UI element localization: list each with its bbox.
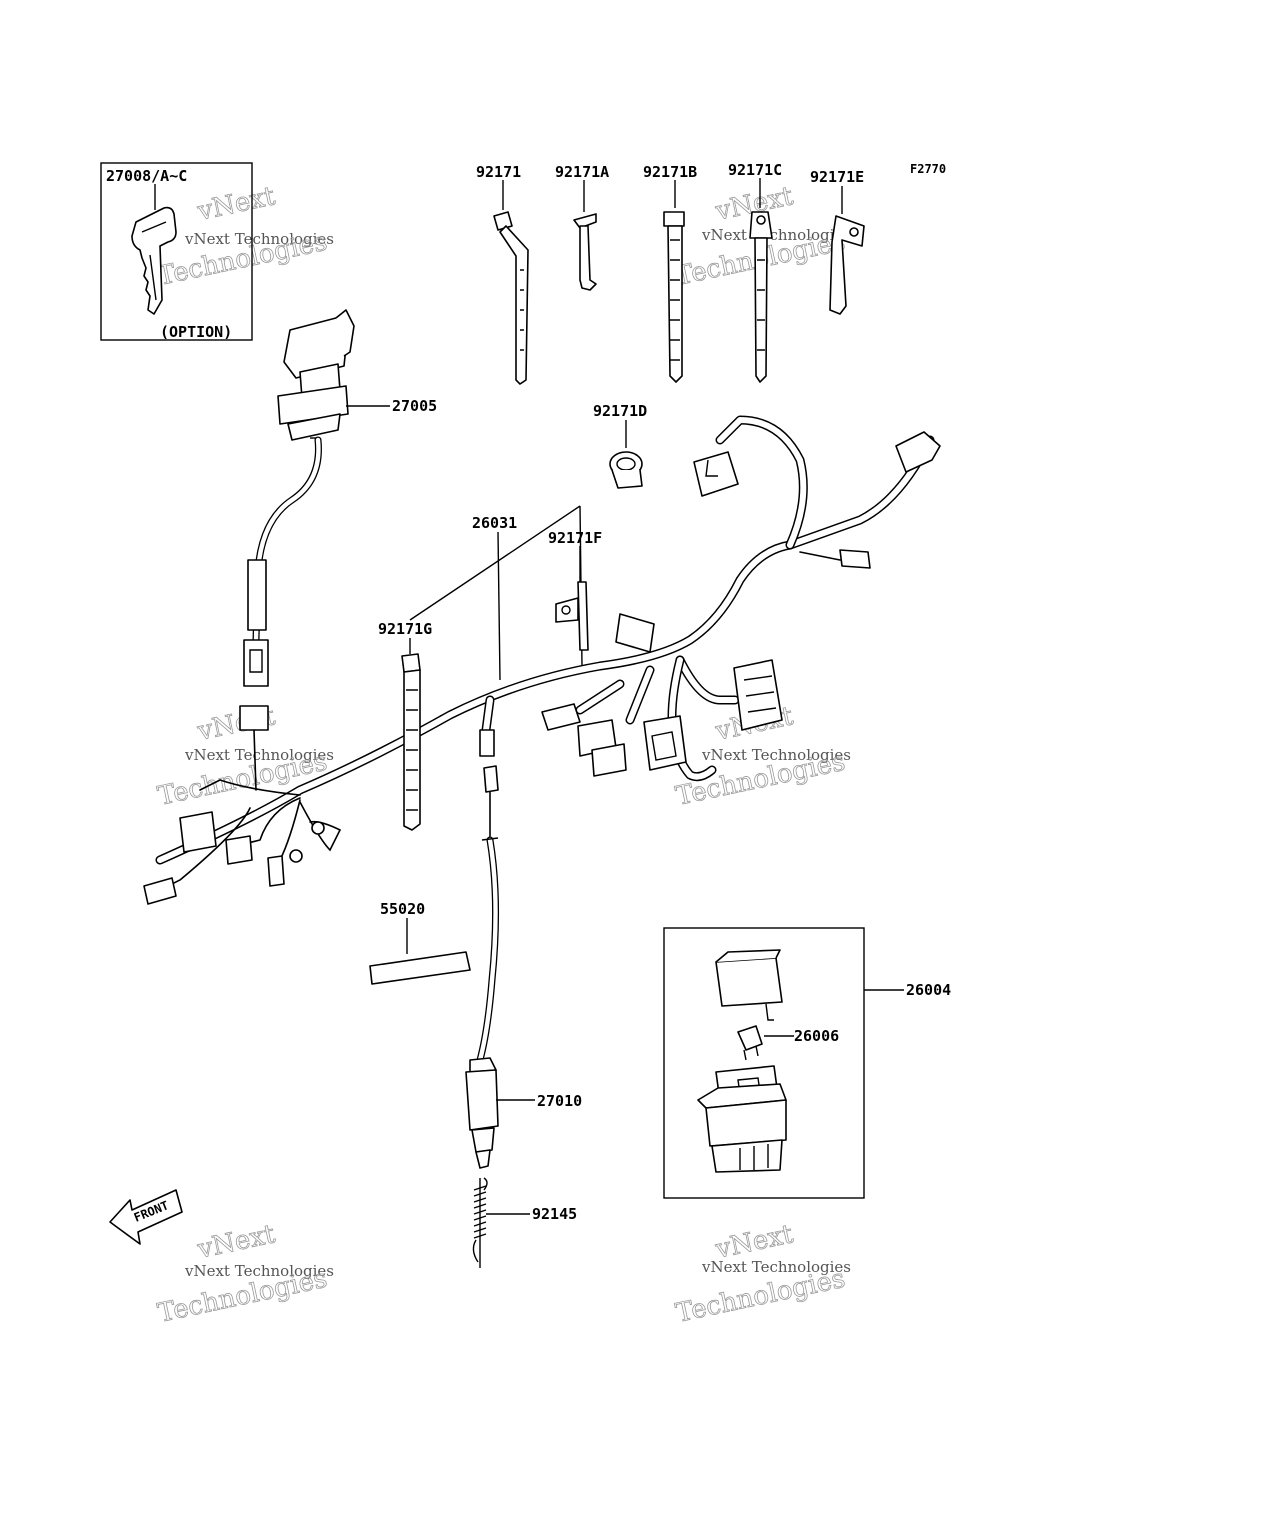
connector-left-upper (239, 705, 269, 731)
clamp-92171g: 92171G (378, 620, 432, 831)
clamp-92171f: 92171F (548, 529, 602, 651)
label-relay-assembly: 26004 (906, 981, 951, 999)
connector-left-end (143, 877, 177, 905)
label-fuse: 26006 (794, 1027, 839, 1045)
connector-block-right (733, 659, 783, 731)
label-spring: 92145 (532, 1205, 577, 1223)
svg-text:vNext Technologies: vNext Technologies (184, 1262, 334, 1280)
connector-harness-end (479, 729, 495, 757)
label-ignition-switch: 27005 (392, 397, 437, 415)
figure-code: F2770 (910, 162, 946, 176)
svg-text:vNext Technologies: vNext Technologies (701, 1258, 851, 1276)
brake-switch: 27010 (465, 765, 582, 1169)
label-clamp-g: 92171G (378, 620, 432, 638)
clamp-92171a: 92171A (555, 163, 609, 291)
key-box: 27008/A~C (OPTION) (100, 162, 253, 341)
watermark-top-left: vNext vNext Technologies Technologies (155, 181, 334, 292)
key-icon (131, 206, 177, 315)
label-main-harness: 26031 (472, 514, 517, 532)
label-sheet: 55020 (369, 900, 471, 985)
key-frame (100, 162, 253, 341)
relay-box: 26004 26006 (663, 927, 951, 1199)
label-clamp-e: 92171E (810, 168, 864, 186)
svg-text:vNext Technologies: vNext Technologies (184, 230, 334, 248)
connector-small-right (839, 549, 871, 569)
relay-cover (715, 957, 783, 1007)
watermark-bottom-left: vNext vNext Technologies Technologies (155, 1219, 334, 1329)
clamp-92171d: 92171D (593, 402, 647, 489)
watermark-bottom-right: vNext vNext Technologies Technologies (673, 1219, 851, 1329)
front-arrow: FRONT (109, 1189, 183, 1245)
label-key-option: (OPTION) (160, 323, 232, 341)
ignition-connector (243, 639, 269, 687)
clamp-92171c: 92171C (728, 161, 782, 383)
connector-left-low (267, 855, 285, 887)
label-brake-switch: 27010 (537, 1092, 582, 1110)
label-clamp-f: 92171F (548, 529, 602, 547)
label-clamp-b: 92171B (643, 163, 697, 181)
connector-mid (615, 613, 655, 653)
label-key: 27008/A~C (106, 167, 187, 185)
ignition-switch: 27005 (243, 309, 437, 687)
connector-twin-b (591, 743, 627, 777)
clamp-92171e: 92171E (810, 168, 865, 315)
connector-square (643, 715, 687, 771)
svg-text:vNext: vNext (194, 181, 278, 227)
label-clamp-a: 92171A (555, 163, 609, 181)
svg-text:vNext Technologies: vNext Technologies (701, 226, 851, 244)
ground-terminal (311, 821, 325, 835)
svg-text:vNext Technologies: vNext Technologies (184, 746, 334, 764)
label-clamp-1: 92171 (476, 163, 521, 181)
brake-switch-body (465, 1069, 499, 1131)
connector-upper-right (895, 431, 941, 473)
relay-body (711, 1139, 783, 1173)
clamp-92171: 92171 (476, 163, 529, 385)
svg-text:vNext: vNext (194, 1219, 278, 1265)
label-clamp-c: 92171C (728, 161, 782, 179)
connector-upper (693, 451, 739, 497)
label-clamp-d: 92171D (593, 402, 647, 420)
brake-switch-connector (483, 765, 499, 793)
clamp-92171b: 92171B (643, 163, 697, 383)
connector-left-mid (225, 835, 253, 865)
connector-left-small (541, 703, 581, 731)
svg-text:vNext Technologies: vNext Technologies (701, 746, 851, 764)
main-harness: 26031 (143, 415, 941, 905)
connector-left-block (179, 811, 217, 853)
fuse (737, 1025, 763, 1051)
label-label-sheet: 55020 (380, 900, 425, 918)
spring: 92145 (472, 1177, 577, 1268)
relay-frame (663, 927, 865, 1199)
